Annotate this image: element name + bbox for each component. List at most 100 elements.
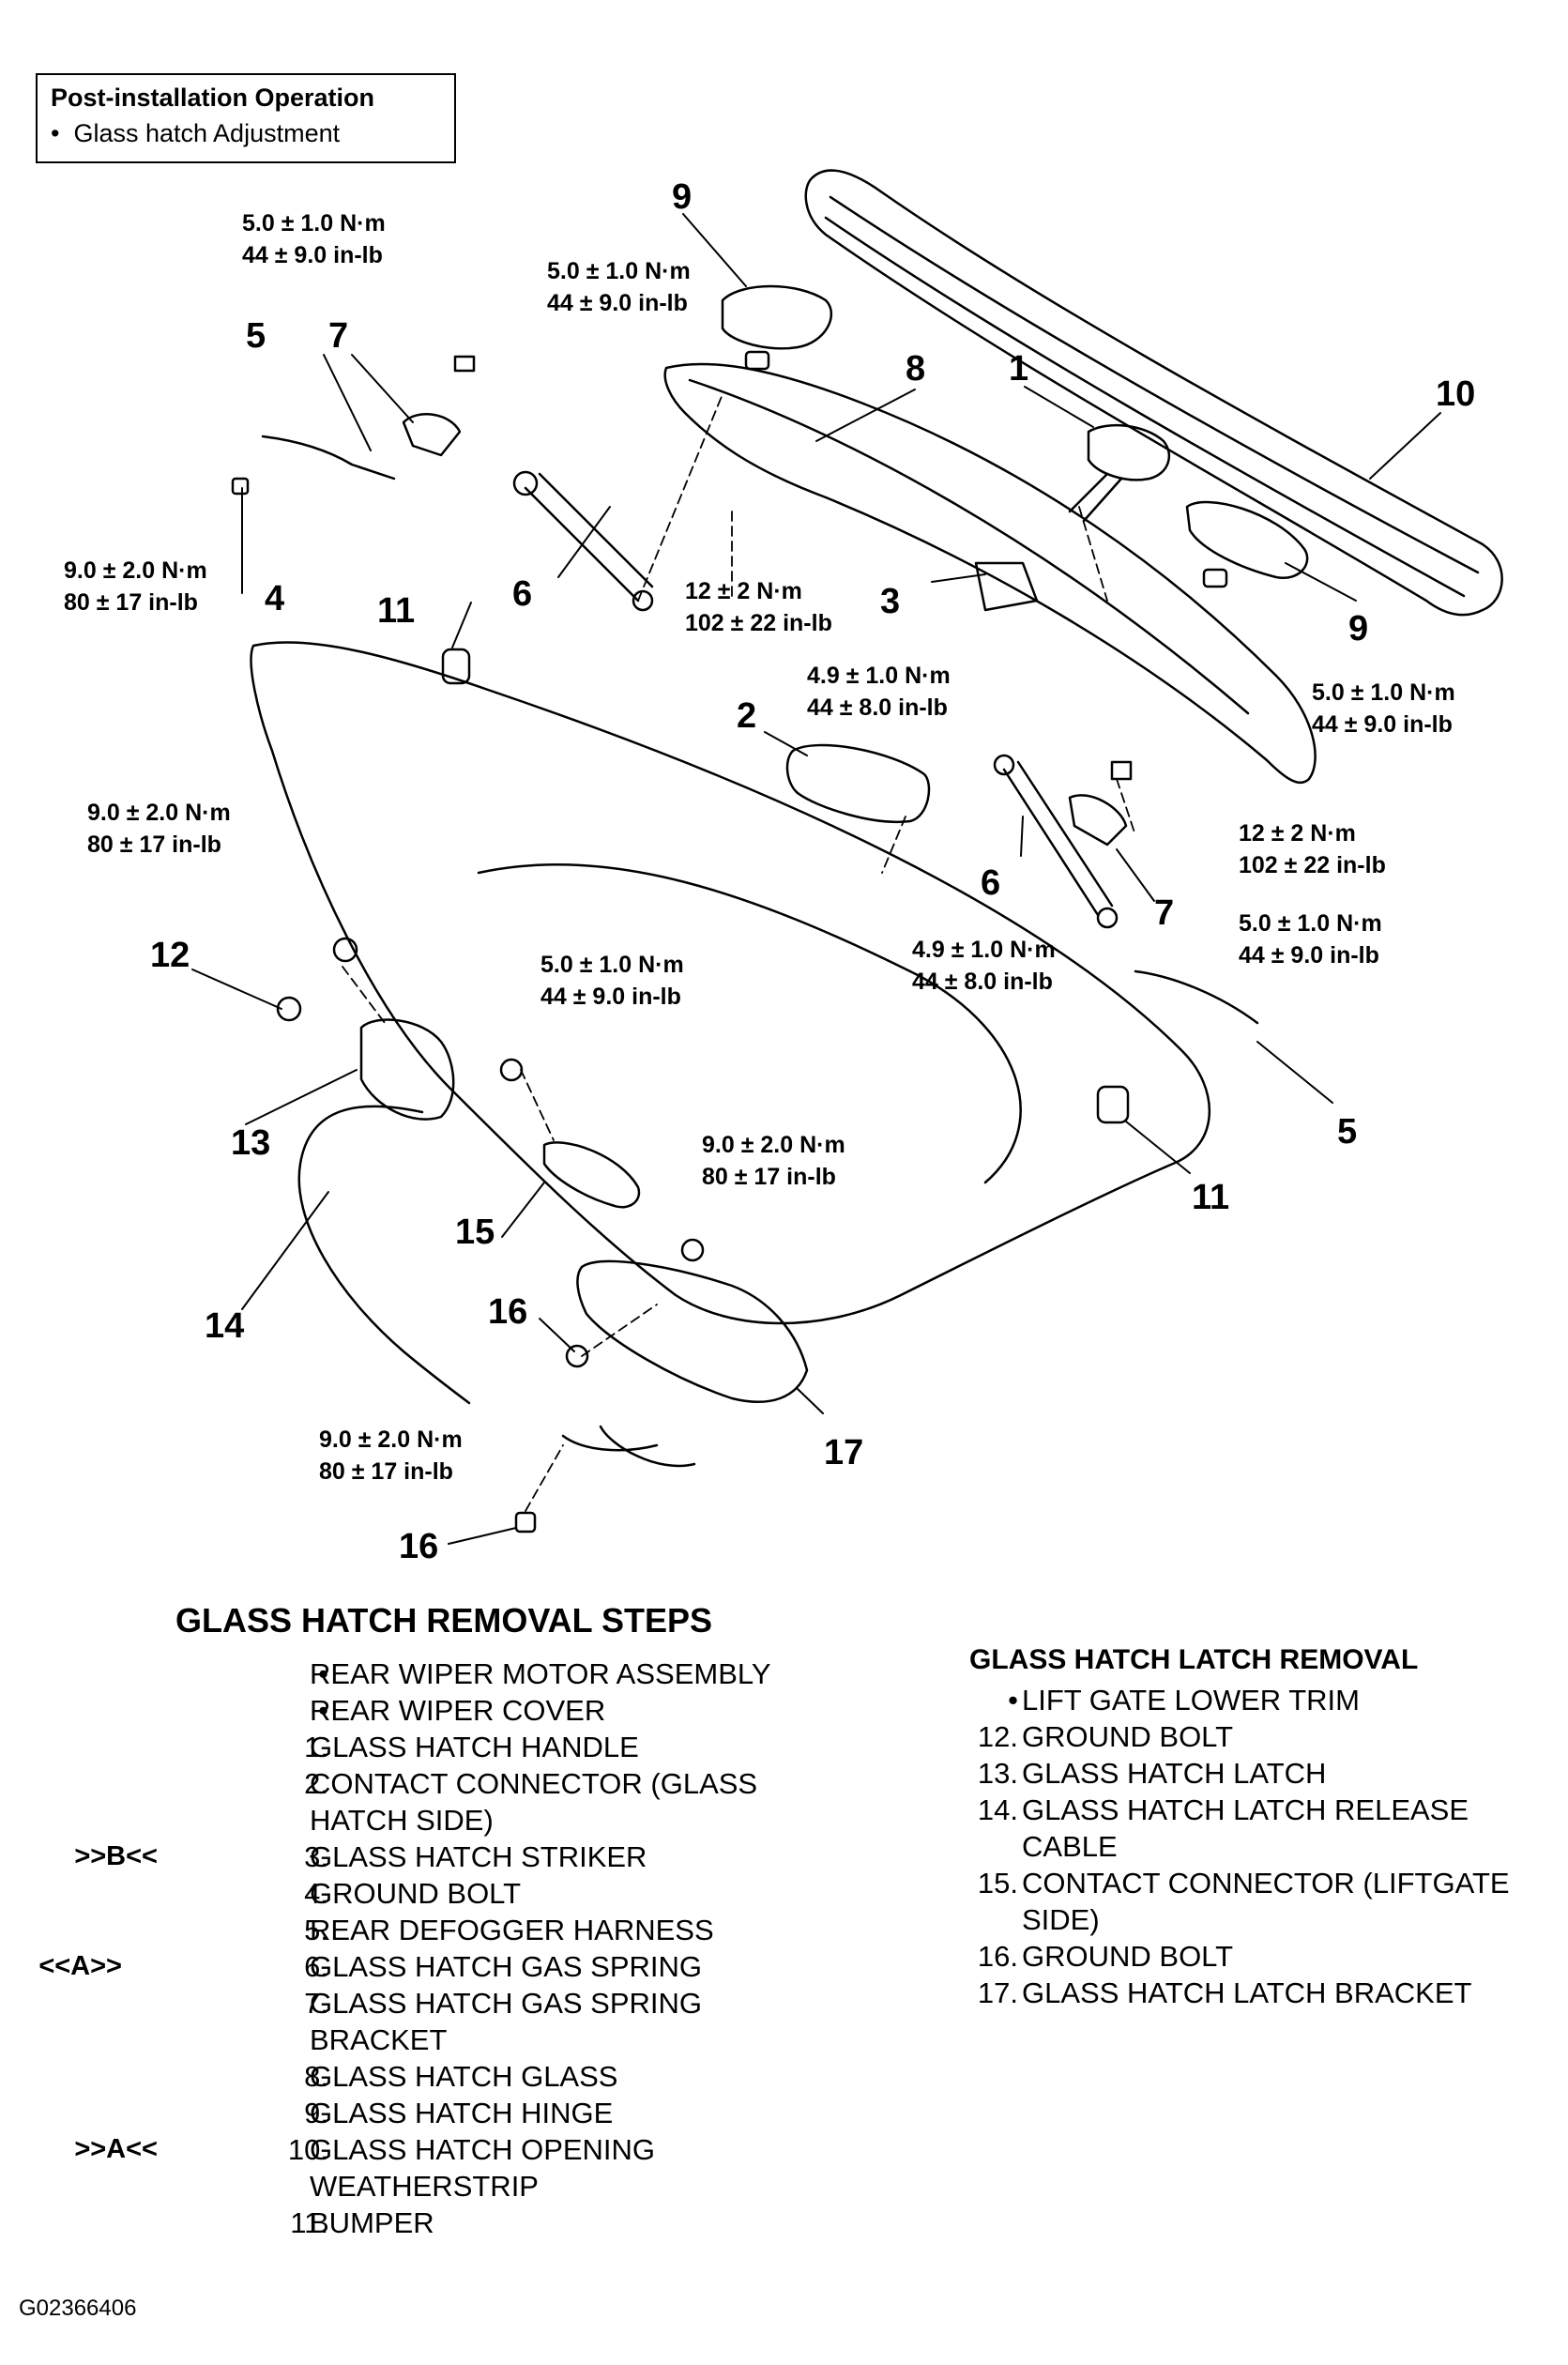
bumper-upper [441, 648, 471, 685]
step-text: GLASS HATCH LATCH [1022, 1757, 1327, 1790]
leader-lines [191, 213, 1441, 1545]
latch-bracket [576, 1259, 809, 1403]
release-cable [297, 1105, 471, 1405]
hinge-lower [1185, 500, 1309, 580]
step-text: GLASS HATCH LATCH RELEASE CABLE [1022, 1793, 1469, 1863]
glass-inner-edge [688, 378, 1250, 715]
bumper-lower [1096, 1085, 1130, 1124]
bolt-right [1110, 760, 1133, 781]
liftgate-inner [477, 863, 1022, 1184]
torque-nm: 5.0 ± 1.0 N·m [540, 952, 684, 978]
post-installation-item-text: Glass hatch Adjustment [73, 119, 341, 147]
callout-label: 7 [1154, 893, 1174, 933]
gas-spring-right-end-2 [1096, 907, 1119, 929]
step-number: 5. [304, 1914, 328, 1946]
callout-label: 12 [150, 936, 190, 975]
torque-inlb: 44 ± 9.0 in-lb [547, 290, 688, 316]
weatherstrip-inner-2 [824, 216, 1466, 598]
step-number: 16. [977, 1940, 1018, 1973]
step-number: 4. [304, 1877, 328, 1910]
step-text: GLASS HATCH STRIKER [310, 1840, 647, 1873]
figure-id: G02366406 [19, 2296, 137, 2321]
callout-label: 15 [455, 1213, 495, 1252]
list-item: 8.GLASS HATCH GLASS [36, 2058, 861, 2095]
callout-label: 1 [1009, 349, 1028, 389]
step-number: 12. [977, 1720, 1018, 1753]
connector-liftgate [542, 1141, 641, 1209]
list-item: •REAR WIPER COVER [36, 1692, 861, 1729]
torque-nm: 9.0 ± 2.0 N·m [87, 800, 231, 826]
harness-left [261, 435, 396, 481]
torque-inlb: 80 ± 17 in-lb [319, 1458, 453, 1485]
step-text: GLASS HATCH LATCH BRACKET [1022, 1976, 1472, 2009]
hinge-upper [721, 284, 833, 350]
list-item: 13.GLASS HATCH LATCH [969, 1755, 1551, 1792]
step-number: 3. [304, 1840, 328, 1873]
step-text: GROUND BOLT [310, 1877, 522, 1910]
weatherstrip-shape [804, 169, 1503, 617]
callout-label: 6 [981, 863, 1000, 903]
torque-inlb: 80 ± 17 in-lb [64, 589, 198, 616]
step-number: 11. [290, 2206, 328, 2239]
gas-spring-right [1002, 760, 1114, 917]
callout-label: 4 [265, 579, 284, 618]
step-number: 10. [287, 2133, 328, 2166]
ground-bolt-16-upper [565, 1344, 589, 1368]
torque-inlb: 44 ± 8.0 in-lb [912, 969, 1053, 995]
callout-label: 9 [1348, 609, 1368, 648]
gas-spring-left-end [512, 470, 539, 496]
torque-nm: 5.0 ± 1.0 N·m [1239, 910, 1382, 937]
step-text: BUMPER [310, 2206, 434, 2239]
torque-nm: 9.0 ± 2.0 N·m [64, 557, 207, 584]
removal-steps-title: GLASS HATCH REMOVAL STEPS [175, 1601, 713, 1640]
list-item: 15.CONTACT CONNECTOR (LIFTGATE SIDE) [969, 1865, 1551, 1938]
step-prefix: <<A>> [38, 1951, 122, 1981]
torque-nm: 4.9 ± 1.0 N·m [912, 937, 1056, 963]
list-item: 4.GROUND BOLT [36, 1875, 861, 1912]
ground-bolt-12-b [276, 996, 302, 1022]
list-item: >>A<<10.GLASS HATCH OPENING WEATHERSTRIP [36, 2131, 861, 2205]
dashed-lines [342, 393, 1136, 1512]
list-item: 16.GROUND BOLT [969, 1938, 1551, 1975]
latch-removal-title: GLASS HATCH LATCH REMOVAL [969, 1644, 1419, 1675]
callout-label: 3 [880, 582, 900, 621]
step-number: 14. [977, 1793, 1018, 1826]
bullet-icon: • [51, 119, 74, 147]
step-number: • [318, 1657, 328, 1690]
list-item: 1.GLASS HATCH HANDLE [36, 1729, 861, 1765]
step-number: 2. [304, 1767, 328, 1800]
step-number: 8. [304, 2060, 328, 2093]
torque-nm: 12 ± 2 N·m [1239, 820, 1356, 847]
callout-label: 10 [1436, 374, 1475, 414]
callout-label: 8 [906, 349, 925, 389]
list-item: 12.GROUND BOLT [969, 1718, 1551, 1755]
handle-shape [1087, 423, 1171, 481]
torque-inlb: 102 ± 22 in-lb [1239, 852, 1386, 878]
hinge-upper-nut [744, 350, 770, 371]
step-text: CONTACT CONNECTOR (LIFTGATE SIDE) [1022, 1867, 1510, 1936]
torque-nm: 9.0 ± 2.0 N·m [702, 1132, 845, 1158]
list-item: •LIFT GATE LOWER TRIM [969, 1682, 1551, 1718]
callout-label: 11 [377, 591, 415, 631]
torque-inlb: 80 ± 17 in-lb [702, 1164, 836, 1190]
torque-inlb: 44 ± 9.0 in-lb [1312, 711, 1453, 738]
step-number: 17. [977, 1976, 1018, 2009]
step-number: 6. [304, 1950, 328, 1983]
post-installation-item: • Glass hatch Adjustment [51, 116, 441, 150]
harness-right [1134, 969, 1259, 1025]
step-prefix: >>A<< [74, 2134, 158, 2164]
step-number: 1. [304, 1731, 328, 1763]
callout-label: 16 [399, 1527, 438, 1566]
latch-removal-list: •LIFT GATE LOWER TRIM 12.GROUND BOLT 13.… [969, 1682, 1551, 2011]
step-text: LIFT GATE LOWER TRIM [1022, 1684, 1360, 1717]
torque-nm: 9.0 ± 2.0 N·m [319, 1427, 463, 1453]
torque-inlb: 44 ± 8.0 in-lb [807, 694, 948, 721]
gas-spring-left [524, 472, 654, 603]
latch-shape [359, 1018, 455, 1121]
torque-inlb: 44 ± 9.0 in-lb [540, 984, 681, 1010]
callout-label: 17 [824, 1433, 863, 1472]
connector-shape [785, 743, 931, 823]
removal-steps-list: •REAR WIPER MOTOR ASSEMBLY •REAR WIPER C… [36, 1656, 861, 2241]
ground-bolt-16-lower [514, 1511, 537, 1533]
list-item: 11.BUMPER [36, 2205, 861, 2241]
